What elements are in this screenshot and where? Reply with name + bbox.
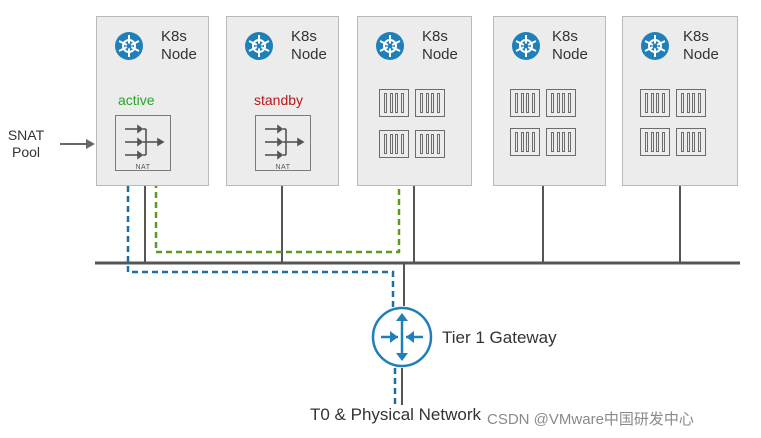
node-title-line2: Node [683, 46, 719, 63]
nat-arrows-icon [265, 124, 305, 160]
kubernetes-icon [245, 32, 273, 60]
nat-box: NAT [255, 115, 311, 171]
snat-pool-line1: SNAT [7, 127, 45, 143]
pod-icon [510, 128, 540, 156]
node-title-line1: K8s [291, 28, 317, 45]
nat-label: NAT [135, 164, 151, 171]
node-title-line2: Node [422, 46, 458, 63]
pod-icon [379, 89, 409, 117]
nat-box: NAT [115, 115, 171, 171]
pod-icon [640, 89, 670, 117]
node-title-line1: K8s [552, 28, 578, 45]
snat-arrowhead [86, 139, 95, 149]
watermark: CSDN @VMware中国研发中心 [487, 411, 694, 428]
k8s-node-3: K8s Node [357, 16, 472, 186]
green-dashed-path [154, 160, 401, 254]
kubernetes-icon [115, 32, 143, 60]
node-title-line2: Node [161, 46, 197, 63]
k8s-node-5: K8s Node [622, 16, 738, 186]
node-title: K8s Node [291, 28, 327, 64]
node-title: K8s Node [552, 28, 588, 64]
node-title-line2: Node [552, 46, 588, 63]
k8s-node-4: K8s Node [493, 16, 606, 186]
gateway-label: Tier 1 Gateway [442, 328, 557, 347]
pod-icon [546, 89, 576, 117]
blue-dashed-path [126, 186, 395, 318]
snat-pool-label: SNAT Pool [4, 127, 48, 161]
pod-icon [510, 89, 540, 117]
node-title-line1: K8s [683, 28, 709, 45]
nat-arrows-icon [125, 124, 165, 160]
kubernetes-icon [512, 32, 540, 60]
nat-label: NAT [275, 164, 291, 171]
snat-pool-line2: Pool [11, 144, 41, 160]
pod-icon [640, 128, 670, 156]
node-title-line1: K8s [422, 28, 448, 45]
pod-icon [415, 89, 445, 117]
pod-icon [676, 128, 706, 156]
t0-network-label: T0 & Physical Network [310, 405, 481, 424]
router-icon [371, 306, 433, 368]
node-title-line2: Node [291, 46, 327, 63]
pod-icon [415, 130, 445, 158]
node-title-line1: K8s [161, 28, 187, 45]
pod-icon [379, 130, 409, 158]
pod-icon [676, 89, 706, 117]
k8s-node-1: K8s Node active NAT [96, 16, 209, 186]
status-active: active [118, 92, 155, 108]
k8s-node-2: K8s Node standby NAT [226, 16, 339, 186]
node-title: K8s Node [422, 28, 458, 64]
node-title: K8s Node [161, 28, 197, 64]
node-title: K8s Node [683, 28, 719, 64]
kubernetes-icon [376, 32, 404, 60]
status-standby: standby [254, 92, 304, 108]
kubernetes-icon [641, 32, 669, 60]
pod-icon [546, 128, 576, 156]
